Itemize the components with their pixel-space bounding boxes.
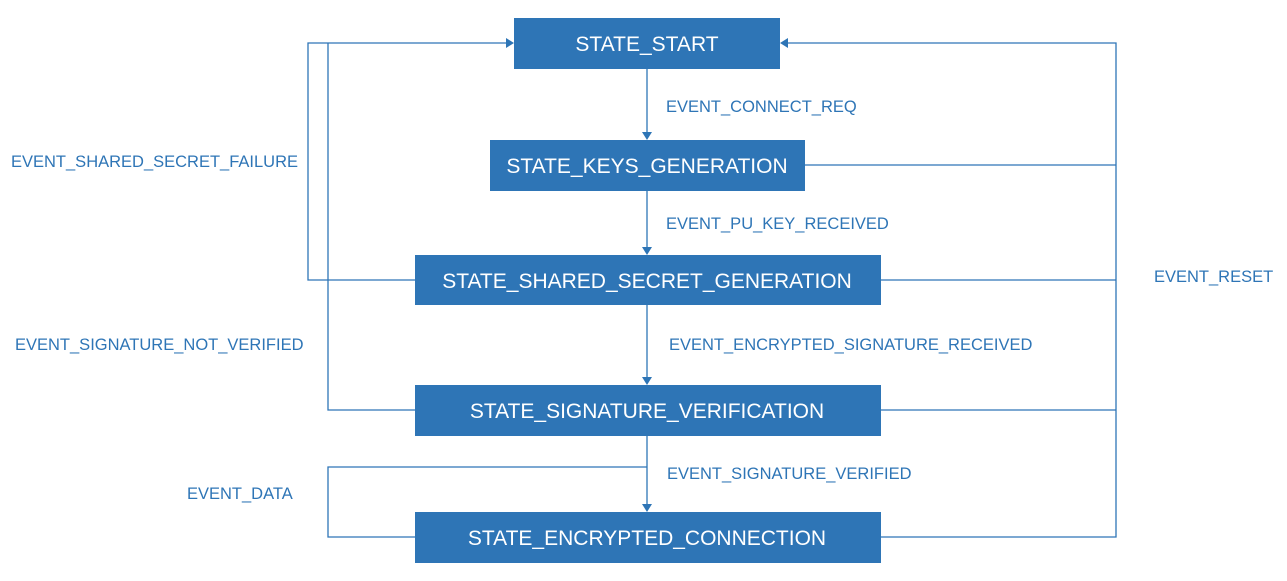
- arrowhead-shared-secret-generation: [642, 247, 652, 255]
- label-encrypted-signature-received: EVENT_ENCRYPTED_SIGNATURE_RECEIVED: [669, 336, 1032, 354]
- arrowhead-start-left-outer: [506, 38, 514, 48]
- state-start-label: STATE_START: [575, 33, 718, 56]
- state-encrypted-connection: STATE_ENCRYPTED_CONNECTION: [415, 512, 881, 563]
- label-reset: EVENT_RESET: [1154, 268, 1273, 286]
- edge-signature-not-verified: [327, 43, 415, 411]
- label-signature-not-verified: EVENT_SIGNATURE_NOT_VERIFIED: [15, 336, 304, 354]
- edge-labels: EVENT_CONNECT_REQ EVENT_PU_KEY_RECEIVED …: [11, 98, 1273, 503]
- label-shared-secret-failure: EVENT_SHARED_SECRET_FAILURE: [11, 153, 298, 171]
- arrowhead-signature-verification: [642, 377, 652, 385]
- state-signature-verification: STATE_SIGNATURE_VERIFICATION: [415, 385, 881, 436]
- edge-reset-bus: [788, 42, 1117, 538]
- state-keys-generation-box: [490, 140, 805, 191]
- state-keys-generation-label: STATE_KEYS_GENERATION: [506, 155, 787, 178]
- label-pu-key-received: EVENT_PU_KEY_RECEIVED: [666, 215, 889, 233]
- state-keys-generation: STATE_KEYS_GENERATION: [490, 140, 805, 191]
- edge-shared-secret-failure: [307, 42, 506, 281]
- state-start-box: [514, 18, 780, 69]
- state-encrypted-connection-label: STATE_ENCRYPTED_CONNECTION: [468, 527, 826, 550]
- state-signature-verification-label: STATE_SIGNATURE_VERIFICATION: [470, 400, 824, 423]
- label-connect-req: EVENT_CONNECT_REQ: [666, 98, 857, 116]
- arrowhead-encrypted-connection: [642, 504, 652, 512]
- edge-data-self-loop: [327, 466, 647, 538]
- arrowhead-start-right: [780, 38, 788, 48]
- state-shared-secret-generation-box: [415, 255, 881, 305]
- state-signature-verification-box: [415, 385, 881, 436]
- edges: [307, 38, 1117, 538]
- state-shared-secret-generation-label: STATE_SHARED_SECRET_GENERATION: [442, 270, 852, 293]
- label-data: EVENT_DATA: [187, 485, 293, 503]
- arrowhead-keys-generation: [642, 132, 652, 140]
- state-start: STATE_START: [514, 18, 780, 69]
- state-encrypted-connection-box: [415, 512, 881, 563]
- label-signature-verified: EVENT_SIGNATURE_VERIFIED: [667, 465, 912, 483]
- state-shared-secret-generation: STATE_SHARED_SECRET_GENERATION: [415, 255, 881, 305]
